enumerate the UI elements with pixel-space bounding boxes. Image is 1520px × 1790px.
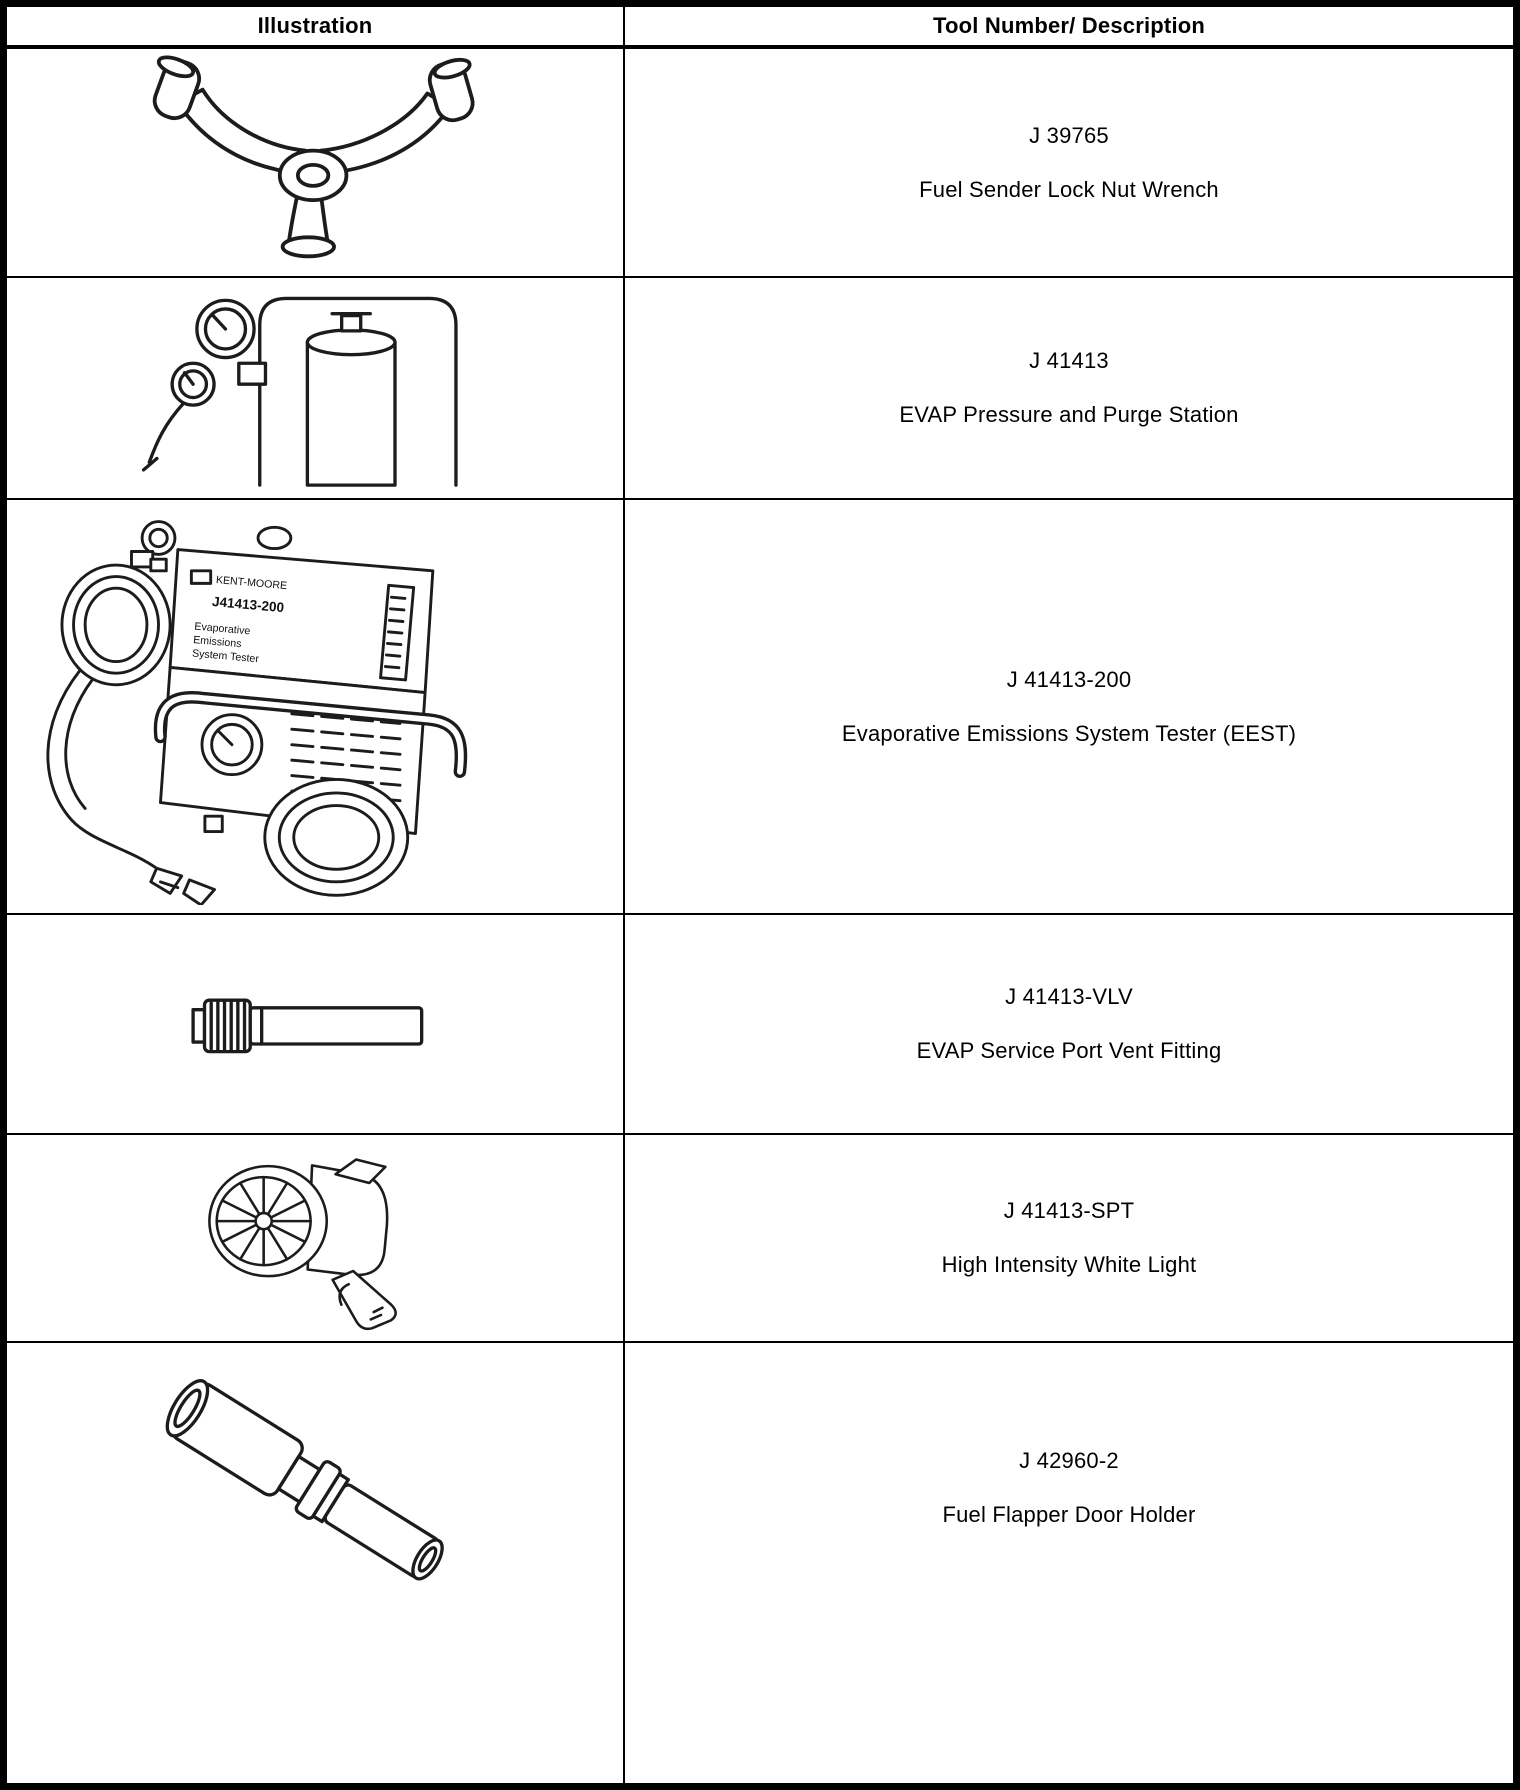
illustration-model-label: J41413-200	[212, 593, 285, 614]
description-cell: J 41413-VLV EVAP Service Port Vent Fitti…	[623, 913, 1513, 1134]
evaporative-emissions-system-tester-illustration: KENT-MOORE J41413-200 Evaporative Emissi…	[46, 519, 468, 905]
column-header-illustration: Illustration	[7, 7, 624, 49]
table-row: J 39765 Fuel Sender Lock Nut Wrench	[7, 46, 1513, 277]
tool-description: EVAP Service Port Vent Fitting	[916, 1038, 1222, 1063]
tool-description: High Intensity White Light	[941, 1252, 1197, 1277]
illustration-caption-line: Emissions	[193, 634, 242, 650]
tool-description: Evaporative Emissions System Tester (EES…	[841, 720, 1297, 746]
table-row: J 41413-VLV EVAP Service Port Vent Fitti…	[7, 913, 1513, 1134]
tool-number: J 39765	[1029, 122, 1109, 148]
evap-service-port-vent-fitting-illustration	[191, 998, 424, 1054]
illustration-cell	[7, 46, 624, 277]
tool-description: Fuel Flapper Door Holder	[942, 1502, 1196, 1527]
special-tools-table: Illustration Tool Number/ Description	[7, 7, 1513, 1783]
evap-pressure-and-purge-station-illustration	[141, 296, 458, 487]
tool-description: Fuel Sender Lock Nut Wrench	[919, 176, 1219, 202]
fuel-sender-lock-nut-wrench-illustration	[152, 54, 475, 258]
description-cell: J 39765 Fuel Sender Lock Nut Wrench	[623, 46, 1513, 277]
header-row: Illustration Tool Number/ Description	[7, 7, 1513, 49]
table-row: J 42960-2 Fuel Flapper Door Holder	[7, 1341, 1513, 1783]
tool-number: J 41413-200	[1006, 666, 1132, 692]
tool-number: J 41413	[1029, 348, 1109, 373]
illustration-caption-line: Evaporative	[194, 620, 251, 637]
illustration-cell	[7, 276, 624, 499]
table-row: J 41413 EVAP Pressure and Purge Station	[7, 276, 1513, 499]
illustration-cell	[7, 1133, 624, 1342]
table-row: KENT-MOORE J41413-200 Evaporative Emissi…	[7, 498, 1513, 914]
tool-number: J 42960-2	[1019, 1448, 1119, 1473]
description-cell: J 41413-SPT High Intensity White Light	[623, 1133, 1513, 1342]
description-cell: J 42960-2 Fuel Flapper Door Holder	[623, 1341, 1513, 1783]
illustration-cell	[7, 913, 624, 1134]
description-cell: J 41413 EVAP Pressure and Purge Station	[623, 276, 1513, 499]
column-header-tool-number-description: Tool Number/ Description	[623, 7, 1513, 49]
high-intensity-white-light-illustration	[208, 1158, 397, 1331]
description-cell: J 41413-200 Evaporative Emissions System…	[623, 498, 1513, 914]
illustration-caption-line: System Tester	[192, 647, 260, 665]
illustration-cell: KENT-MOORE J41413-200 Evaporative Emissi…	[7, 498, 624, 914]
illustration-cell	[7, 1341, 624, 1783]
fuel-flapper-door-holder-illustration	[165, 1379, 444, 1581]
tool-number: J 41413-VLV	[1005, 984, 1133, 1009]
tool-description: EVAP Pressure and Purge Station	[899, 402, 1239, 427]
tool-number: J 41413-SPT	[1003, 1198, 1135, 1223]
table-row: J 41413-SPT High Intensity White Light	[7, 1133, 1513, 1342]
